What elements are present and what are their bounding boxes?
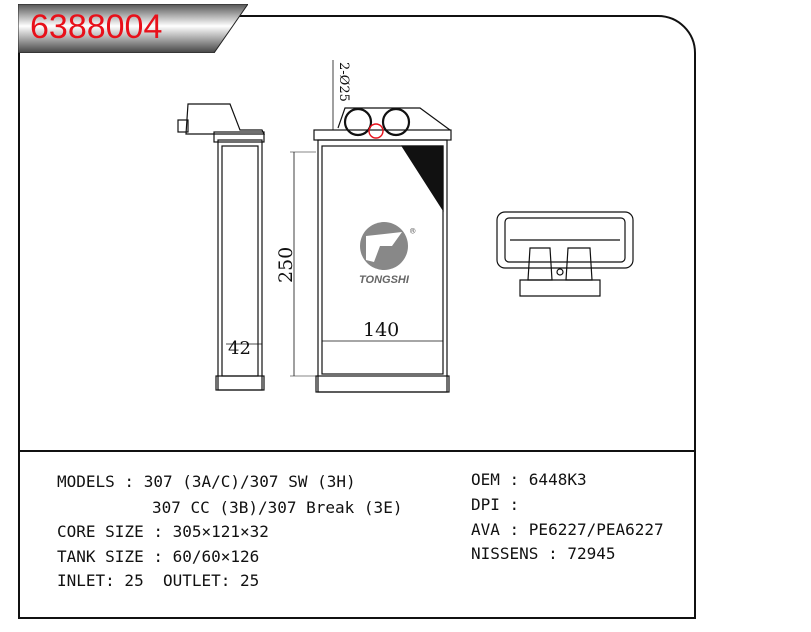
spec-sheet-frame bbox=[18, 15, 696, 619]
tongshi-logo bbox=[360, 222, 408, 270]
depth-dimension: 42 bbox=[228, 338, 251, 359]
section-divider bbox=[18, 450, 696, 452]
nissens-number: NISSENS : 72945 bbox=[471, 544, 616, 563]
models-line-2: 307 CC (3B)/307 Break (3E) bbox=[152, 498, 403, 517]
ava-number: AVA : PE6227/PEA6227 bbox=[471, 520, 664, 539]
core-size: CORE SIZE : 305×121×32 bbox=[57, 522, 269, 541]
tank-size: TANK SIZE : 60/60×126 bbox=[57, 547, 260, 566]
end-view bbox=[496, 211, 634, 297]
part-number: 6388004 bbox=[30, 8, 163, 46]
registered-mark: ® bbox=[410, 227, 416, 237]
part-number-tab bbox=[18, 4, 248, 53]
oem-number: OEM : 6448K3 bbox=[471, 470, 587, 489]
logo-text: TONGSHI bbox=[359, 274, 410, 286]
inlet-outlet: INLET: 25 OUTLET: 25 bbox=[57, 571, 260, 590]
side-view bbox=[177, 103, 265, 391]
dpi-number: DPI : bbox=[471, 495, 520, 514]
front-view bbox=[290, 60, 452, 393]
models-line-1: MODELS : 307 (3A/C)/307 SW (3H) bbox=[57, 472, 356, 491]
phi-dimension: 2-Ø25 bbox=[336, 62, 351, 102]
height-dimension: 250 bbox=[275, 247, 297, 283]
width-dimension: 140 bbox=[363, 319, 399, 341]
